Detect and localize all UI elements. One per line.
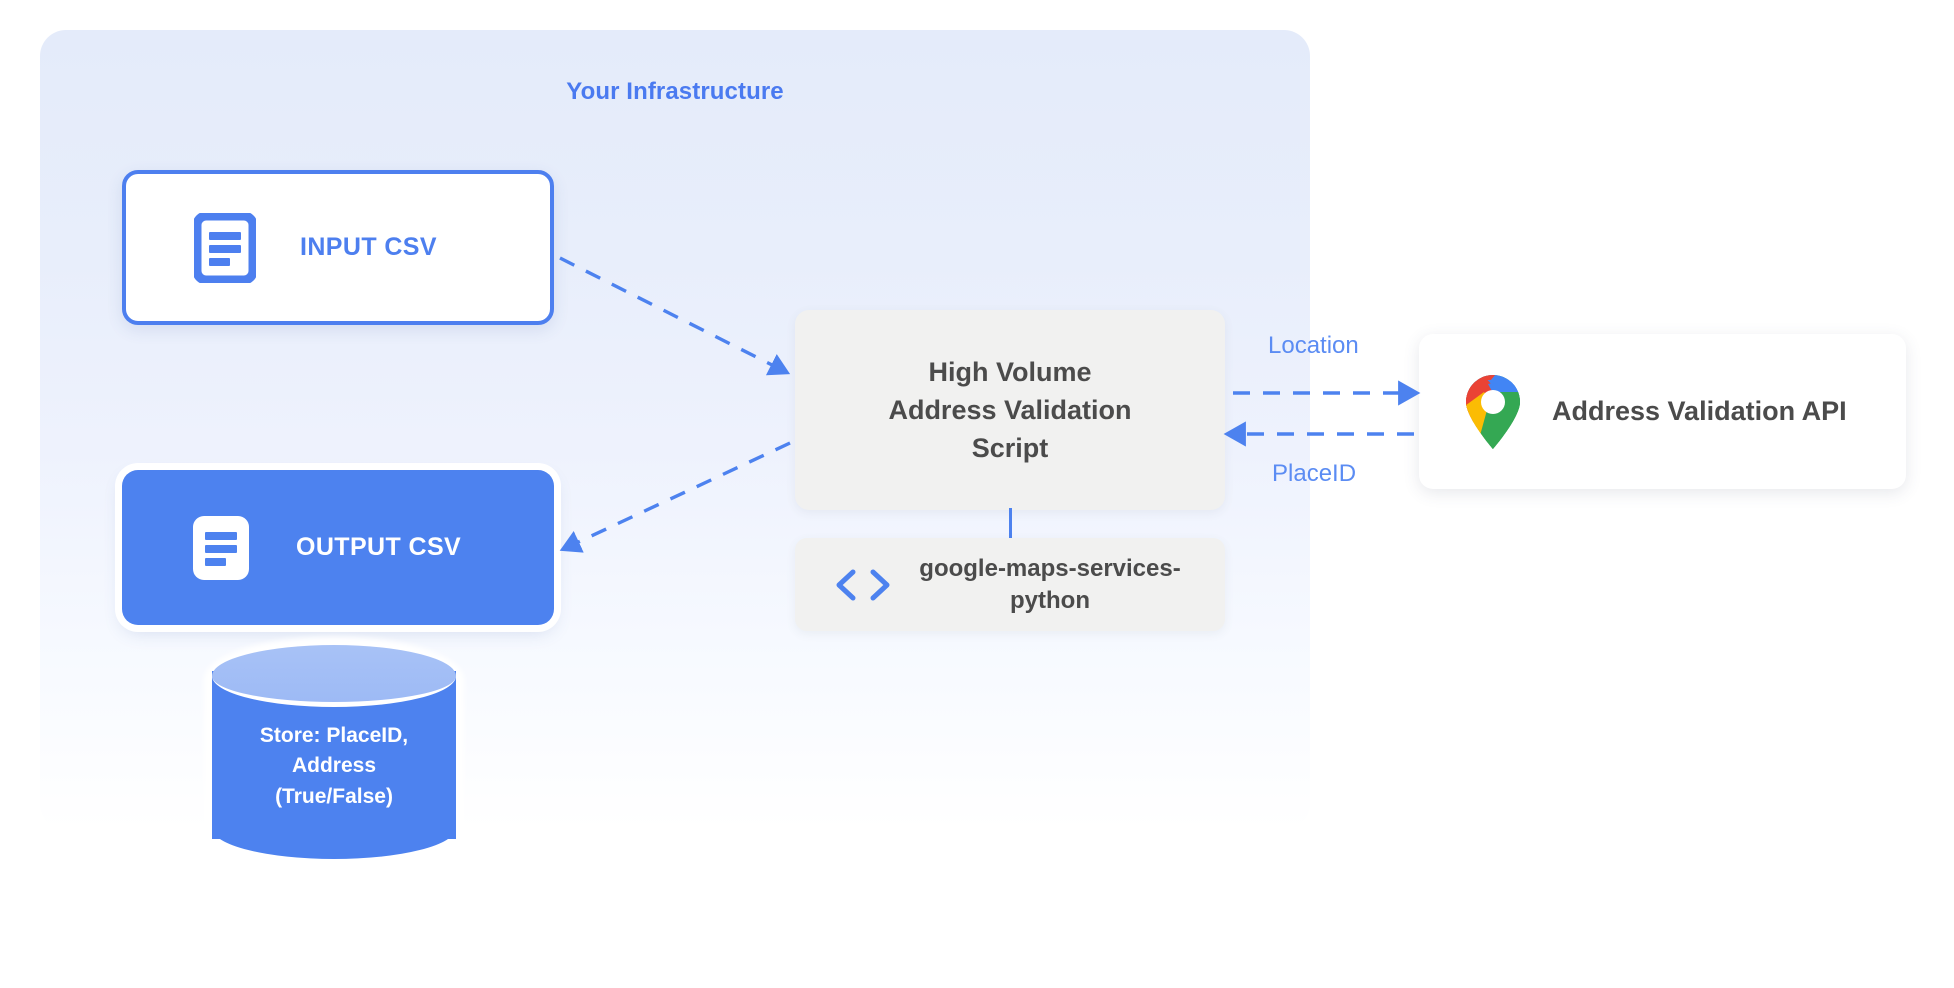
node-address-validation-api[interactable]: Address Validation API bbox=[1419, 334, 1906, 489]
database-top-ellipse bbox=[212, 645, 456, 707]
node-output-csv[interactable]: OUTPUT CSV bbox=[122, 470, 554, 625]
node-database[interactable]: Store: PlaceID, Address (True/False) bbox=[204, 637, 464, 873]
edge-label-location: Location bbox=[1268, 332, 1359, 359]
database-label-line1: Store: PlaceID, bbox=[259, 724, 409, 747]
script-line-2: Address Validation bbox=[888, 394, 1132, 425]
node-input-csv[interactable]: INPUT CSV bbox=[122, 170, 554, 325]
node-validation-script[interactable]: High Volume Address Validation Script bbox=[795, 310, 1225, 510]
edge-label-placeid: PlaceID bbox=[1272, 460, 1357, 487]
code-brackets-icon bbox=[833, 565, 893, 605]
script-line-3: Script bbox=[971, 433, 1049, 464]
script-line-1: High Volume bbox=[928, 356, 1092, 387]
document-lines-icon bbox=[190, 513, 252, 583]
document-lines-icon bbox=[192, 211, 258, 284]
node-client-library-label: google-maps-services-python bbox=[919, 554, 1181, 614]
database-label-line3: (True/False) bbox=[275, 784, 393, 808]
database-label: Store: PlaceID, Address (True/False) bbox=[212, 721, 456, 812]
infrastructure-title: Your Infrastructure bbox=[566, 78, 784, 105]
node-client-library[interactable]: google-maps-services-python bbox=[795, 538, 1225, 631]
node-output-csv-label: OUTPUT CSV bbox=[296, 533, 462, 561]
node-address-validation-api-label: Address Validation API bbox=[1552, 396, 1847, 426]
node-input-csv-label: INPUT CSV bbox=[300, 233, 437, 261]
script-library-connector bbox=[1009, 508, 1012, 541]
google-maps-pin-icon bbox=[1462, 374, 1524, 450]
database-label-line2: Address bbox=[291, 754, 377, 778]
